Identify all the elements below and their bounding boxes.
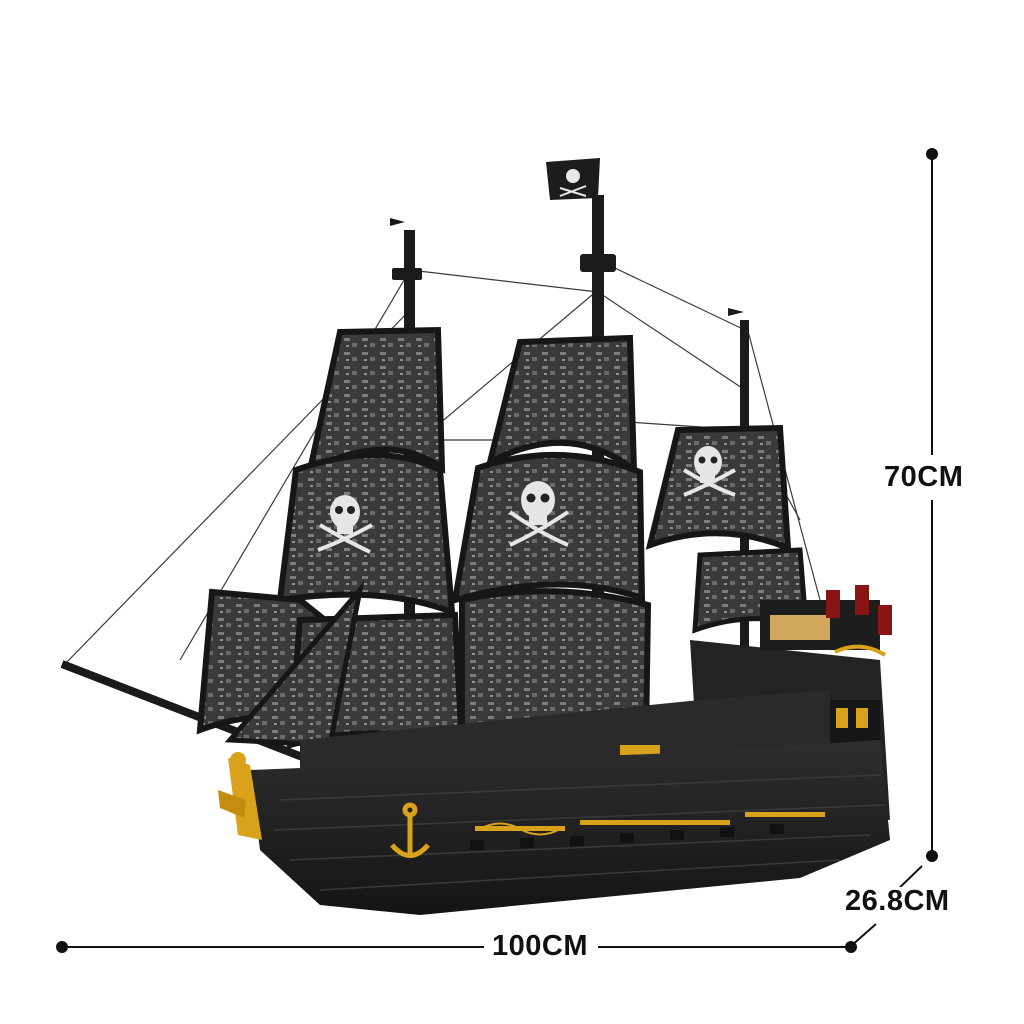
skull-emblem-mizzen — [682, 446, 736, 497]
length-dimension-line — [56, 941, 857, 953]
pennant-mizzen — [728, 308, 744, 316]
height-label: 70CM — [884, 461, 964, 493]
length-label: 100CM — [488, 932, 592, 961]
gold-trim — [475, 812, 825, 836]
fore-sails — [196, 326, 466, 753]
skull-emblem-main — [508, 481, 570, 547]
hull — [250, 740, 890, 915]
height-dimension-line — [926, 148, 938, 862]
hull-planking — [274, 774, 886, 891]
pennant-fore — [390, 218, 405, 226]
pirate-ship-model — [60, 158, 892, 915]
anchor-icon — [390, 802, 430, 858]
jolly-roger-flag — [546, 158, 600, 200]
gold-figurehead — [218, 752, 262, 840]
skull-emblem-fore — [317, 495, 373, 554]
depth-label: 26.8CM — [845, 885, 950, 917]
mizzen-sails — [645, 424, 809, 634]
cannon-ports — [470, 824, 784, 850]
